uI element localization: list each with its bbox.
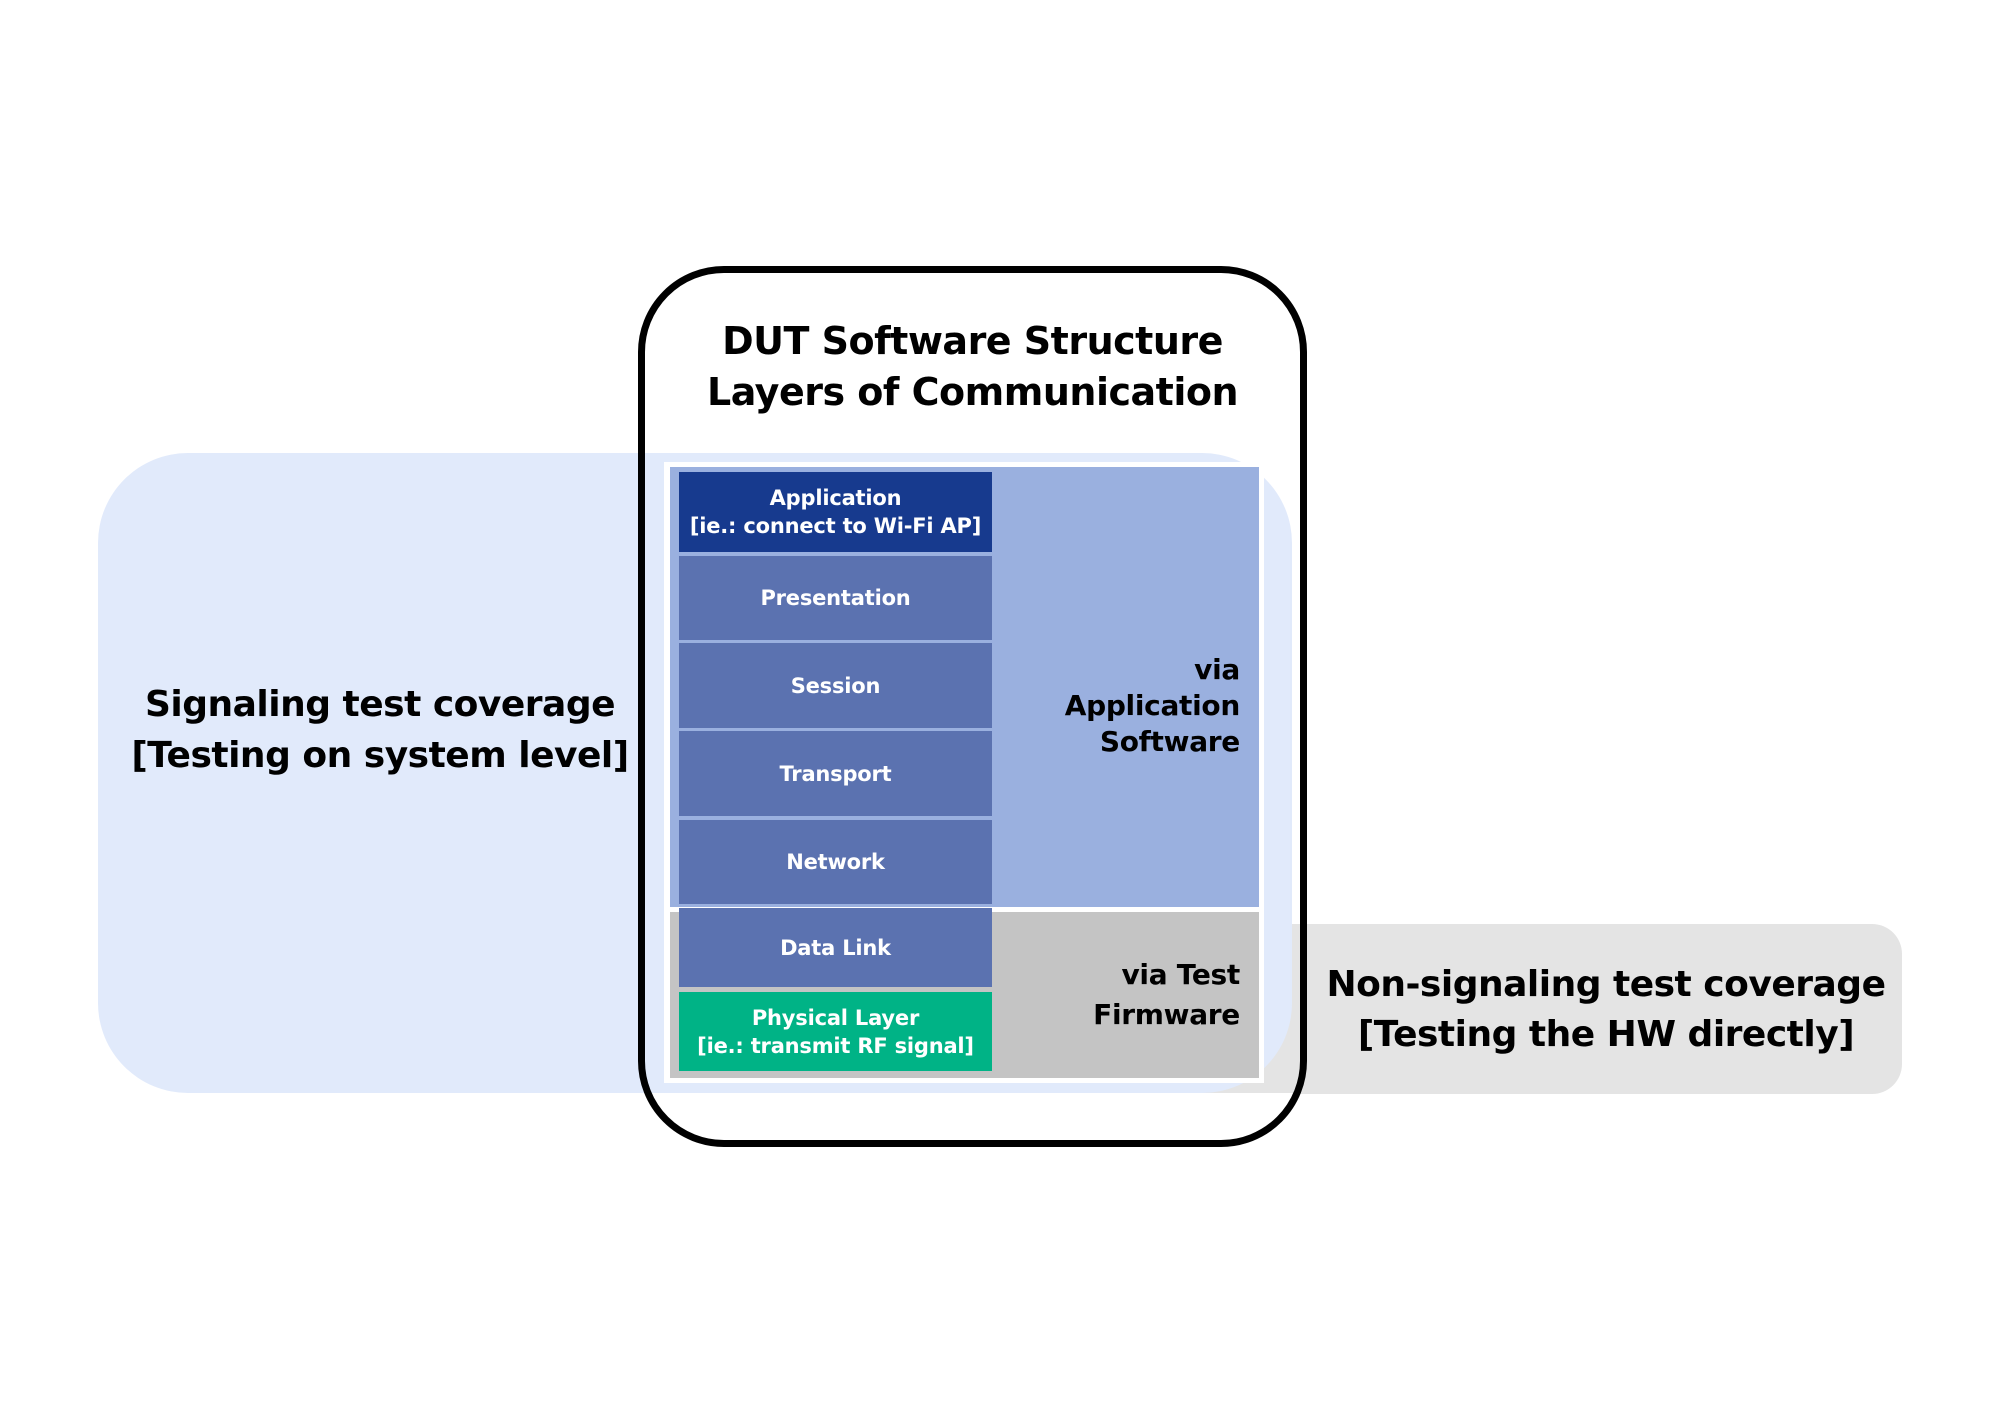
non-signaling-coverage-label: Non-signaling test coverage [Testing the… xyxy=(1310,955,1902,1065)
application-software-label-line-2: Software xyxy=(1099,725,1240,758)
dut-title: DUT Software Structure Layers of Communi… xyxy=(645,312,1300,422)
layer-name: Application xyxy=(769,486,902,510)
layer-name: Transport xyxy=(779,761,892,786)
layer-transport: Transport xyxy=(679,731,992,816)
layer-presentation: Presentation xyxy=(679,556,992,640)
layer-name: Presentation xyxy=(760,586,911,610)
layer-data-link: Data Link xyxy=(679,908,992,987)
test-firmware-label-line-2: Firmware xyxy=(1093,998,1240,1031)
dut-box xyxy=(638,266,1307,1147)
dut-title-line-1: DUT Software Structure xyxy=(722,319,1223,363)
application-software-label: via Application Software xyxy=(1020,652,1241,760)
test-firmware-label-line-1: via Test xyxy=(1121,958,1240,991)
layer-example: [ie.: transmit RF signal] xyxy=(697,1033,974,1058)
dut-box-footer-area xyxy=(645,1093,1300,1140)
test-firmware-label: via Test Firmware xyxy=(1020,955,1240,1035)
signaling-coverage-title: Signaling test coverage xyxy=(144,684,616,725)
signaling-coverage-label: Signaling test coverage [Testing on syst… xyxy=(120,670,640,790)
layer-network: Network xyxy=(679,820,992,904)
layer-session: Session xyxy=(679,643,992,728)
layer-name: Data Link xyxy=(780,935,891,960)
layer-physical: Physical Layer [ie.: transmit RF signal] xyxy=(679,992,992,1071)
layer-name: Session xyxy=(790,673,881,698)
layer-example: [ie.: connect to Wi-Fi AP] xyxy=(689,514,982,538)
dut-box-header-area xyxy=(645,273,1300,453)
layer-name: Network xyxy=(786,850,885,874)
application-software-label-line-1: via Application xyxy=(1064,653,1241,722)
dut-title-line-2: Layers of Communication xyxy=(706,370,1239,414)
layer-name: Physical Layer xyxy=(751,1005,920,1030)
non-signaling-coverage-title: Non-signaling test coverage xyxy=(1326,964,1886,1005)
layer-application: Application [ie.: connect to Wi-Fi AP] xyxy=(679,472,992,552)
non-signaling-coverage-subtitle: [Testing the HW directly] xyxy=(1357,1014,1855,1055)
signaling-coverage-subtitle: [Testing on system level] xyxy=(131,735,629,776)
